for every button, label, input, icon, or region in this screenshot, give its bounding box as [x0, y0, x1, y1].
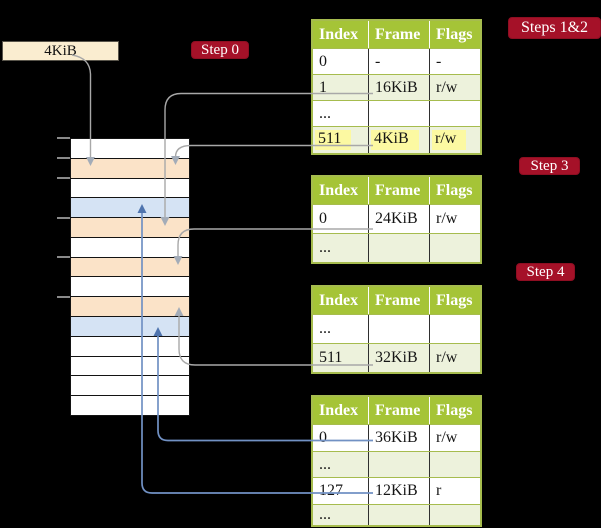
table-header-row: Index Frame Flags: [313, 397, 480, 424]
cell-index: ...: [319, 320, 331, 337]
cell-frame: 16KiB: [368, 75, 429, 100]
memory-tick: [57, 216, 70, 219]
cell-frame: [368, 234, 429, 262]
memory-cell-10-blue: [71, 316, 189, 336]
cell-index: 0: [319, 210, 327, 227]
table-row: 0 36KiB r/w: [313, 424, 480, 451]
cell-flags: [429, 505, 480, 525]
frame-size-label: 4KiB: [44, 42, 77, 59]
table-row: ...: [313, 100, 480, 126]
memory-cell-5-wheat: [71, 217, 189, 237]
cell-index: ...: [319, 506, 331, 523]
table-row: 0 - -: [313, 48, 480, 74]
column-header-flags: Flags: [429, 287, 480, 314]
cell-frame: [368, 452, 429, 477]
table-header-row: Index Frame Flags: [313, 287, 480, 314]
memory-cell-12-white: [71, 355, 189, 376]
page-table-steps-1-2: Index Frame Flags 0 - - 1 16KiB r/w ... …: [311, 19, 482, 155]
table-row: ...: [313, 504, 480, 525]
table-row: 127 12KiB r: [313, 477, 480, 504]
cell-frame: 24KiB: [368, 205, 429, 233]
table-row-highlighted: 511 4KiB r/w: [313, 126, 480, 153]
memory-tick: [57, 176, 70, 179]
column-header-flags: Flags: [429, 177, 480, 204]
cell-flags: [429, 234, 480, 262]
cell-frame: [368, 315, 429, 343]
memory-tick: [57, 137, 70, 139]
cell-flags: [429, 452, 480, 477]
page-table-bottom: Index Frame Flags 0 36KiB r/w ... 127 12…: [311, 395, 482, 527]
column-header-flags: Flags: [429, 21, 480, 48]
cell-flags: r/w: [429, 205, 480, 233]
memory-cell-3-white: [71, 177, 189, 198]
memory-cell-13-white: [71, 375, 189, 396]
badge-step-4: Step 4: [516, 263, 575, 281]
badge-steps-1-2: Steps 1&2: [508, 17, 601, 39]
cell-index: 0: [319, 52, 327, 70]
table-header-row: Index Frame Flags: [313, 21, 480, 48]
highlighted-value: 511: [315, 130, 352, 150]
cell-flags: -: [429, 49, 480, 74]
cell-index: 1: [319, 78, 327, 96]
memory-tick: [57, 296, 70, 298]
highlighted-value: r/w: [432, 130, 467, 150]
cell-flags: r/w: [429, 75, 480, 100]
column-header-flags: Flags: [429, 397, 480, 424]
badge-step-3: Step 3: [519, 157, 580, 175]
column-header-index: Index: [319, 401, 359, 419]
cell-flags: r/w: [429, 127, 480, 153]
cell-flags: r/w: [429, 344, 480, 372]
memory-cell-1-white: [71, 139, 189, 158]
cell-frame: -: [368, 49, 429, 74]
table-row: ...: [313, 451, 480, 477]
badge-step-0: Step 0: [191, 41, 249, 59]
memory-cell-7-wheat: [71, 256, 189, 277]
cell-frame: 4KiB: [368, 127, 429, 153]
frame-size-label-box: 4KiB: [2, 41, 119, 61]
table-row: 0 24KiB r/w: [313, 204, 480, 233]
cell-frame: [368, 101, 429, 126]
cell-index: ...: [319, 239, 331, 256]
column-header-index: Index: [319, 291, 359, 309]
column-header-frame: Frame: [368, 21, 429, 48]
column-header-frame: Frame: [368, 397, 429, 424]
memory-column: [70, 138, 190, 416]
column-header-frame: Frame: [368, 287, 429, 314]
cell-flags: [429, 315, 480, 343]
memory-cell-6-white: [71, 236, 189, 257]
memory-tick: [57, 256, 70, 258]
memory-cell-4-blue: [71, 197, 189, 218]
cell-frame: 32KiB: [368, 344, 429, 372]
cell-frame: [368, 505, 429, 525]
cell-frame: 36KiB: [368, 425, 429, 451]
memory-cell-14-white: [71, 395, 189, 415]
cell-frame: 12KiB: [368, 478, 429, 504]
page-table-step-3: Index Frame Flags 0 24KiB r/w ...: [311, 175, 482, 264]
memory-cell-2-wheat: [71, 157, 189, 178]
cell-index: ...: [319, 455, 331, 473]
table-row: 511 32KiB r/w: [313, 343, 480, 372]
table-row: ...: [313, 233, 480, 262]
memory-cell-11-white: [71, 335, 189, 356]
memory-cell-8-white: [71, 276, 189, 297]
cell-index: 0: [319, 429, 327, 446]
cell-index: 511: [313, 127, 368, 153]
table-row: ...: [313, 314, 480, 343]
table-row: 1 16KiB r/w: [313, 74, 480, 100]
cell-index: ...: [319, 104, 331, 122]
column-header-index: Index: [319, 181, 359, 199]
highlighted-value: 4KiB: [371, 130, 419, 150]
page-table-step-4: Index Frame Flags ... 511 32KiB r/w: [311, 285, 482, 374]
cell-flags: r: [429, 478, 480, 504]
table-header-row: Index Frame Flags: [313, 177, 480, 204]
memory-cell-9-wheat: [71, 296, 189, 317]
cell-index: 127: [319, 482, 343, 499]
cell-index: 511: [319, 349, 343, 366]
cell-flags: r/w: [429, 425, 480, 451]
column-header-frame: Frame: [368, 177, 429, 204]
column-header-index: Index: [319, 25, 359, 43]
memory-tick: [57, 157, 70, 159]
cell-flags: [429, 101, 480, 126]
